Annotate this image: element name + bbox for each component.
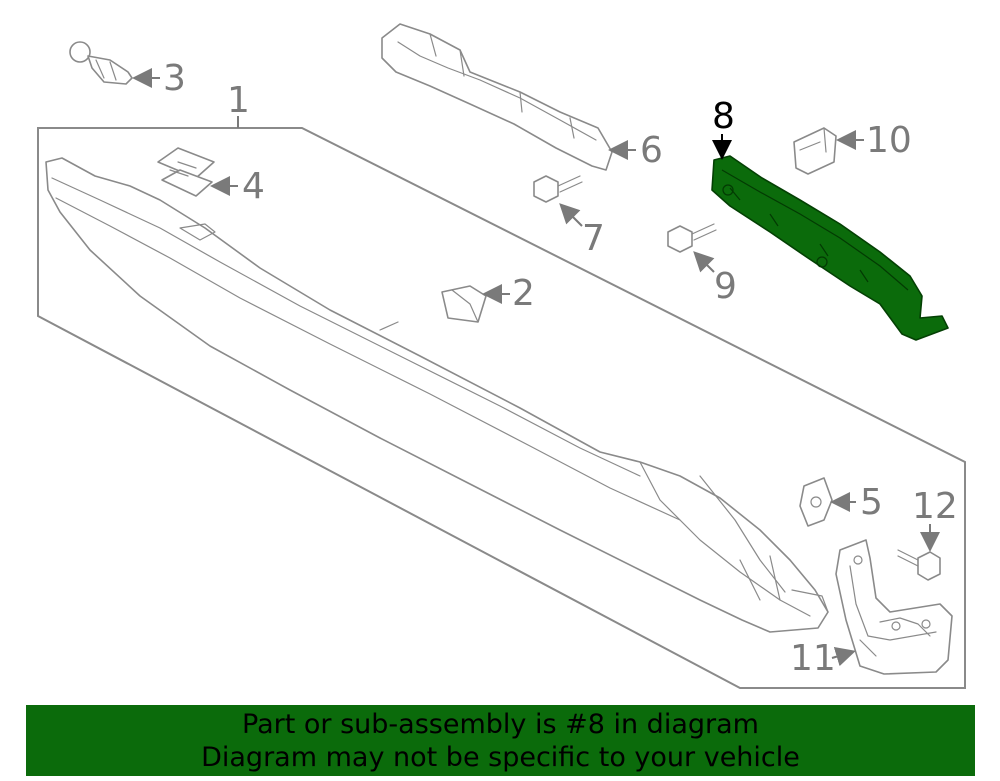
callout-6: 6 — [640, 130, 663, 171]
part-2-clip[interactable] — [441, 285, 487, 323]
leader-9 — [693, 251, 715, 273]
callout-2: 2 — [512, 273, 535, 314]
part-5-clip-nut[interactable] — [799, 477, 833, 527]
callout-1: 1 — [227, 80, 250, 121]
callout-8: 8 — [712, 96, 735, 137]
parts-diagram: 1 2 3 4 5 6 7 — [37, 23, 966, 689]
part-11-mud-flap[interactable] — [835, 539, 953, 675]
callout-3: 3 — [163, 58, 186, 99]
leader-7 — [559, 203, 583, 227]
part-4-retainer[interactable] — [157, 147, 215, 197]
part-8-bracket-highlighted[interactable] — [711, 155, 949, 341]
callout-11: 11 — [790, 638, 836, 679]
part-1-rocker-panel[interactable] — [45, 157, 829, 633]
part-10-clip[interactable] — [793, 127, 837, 175]
callout-9: 9 — [714, 266, 737, 307]
callout-12: 12 — [912, 486, 958, 527]
banner-line-2: Diagram may not be specific to your vehi… — [201, 741, 800, 773]
part-9-bolt[interactable] — [667, 223, 717, 253]
callout-7: 7 — [582, 218, 605, 259]
part-3-push-pin[interactable] — [69, 41, 133, 85]
part-6-bracket[interactable] — [381, 23, 613, 171]
callout-5: 5 — [860, 482, 883, 523]
part-12-bolt[interactable] — [897, 549, 941, 581]
banner-line-1: Part or sub-assembly is #8 in diagram — [242, 708, 759, 740]
callout-10: 10 — [866, 120, 912, 161]
callout-4: 4 — [242, 166, 265, 207]
part-7-bolt[interactable] — [533, 175, 583, 203]
leader-11 — [831, 647, 856, 667]
assembly-boundary — [37, 127, 966, 689]
part-info-banner: Part or sub-assembly is #8 in diagram Di… — [26, 705, 975, 776]
